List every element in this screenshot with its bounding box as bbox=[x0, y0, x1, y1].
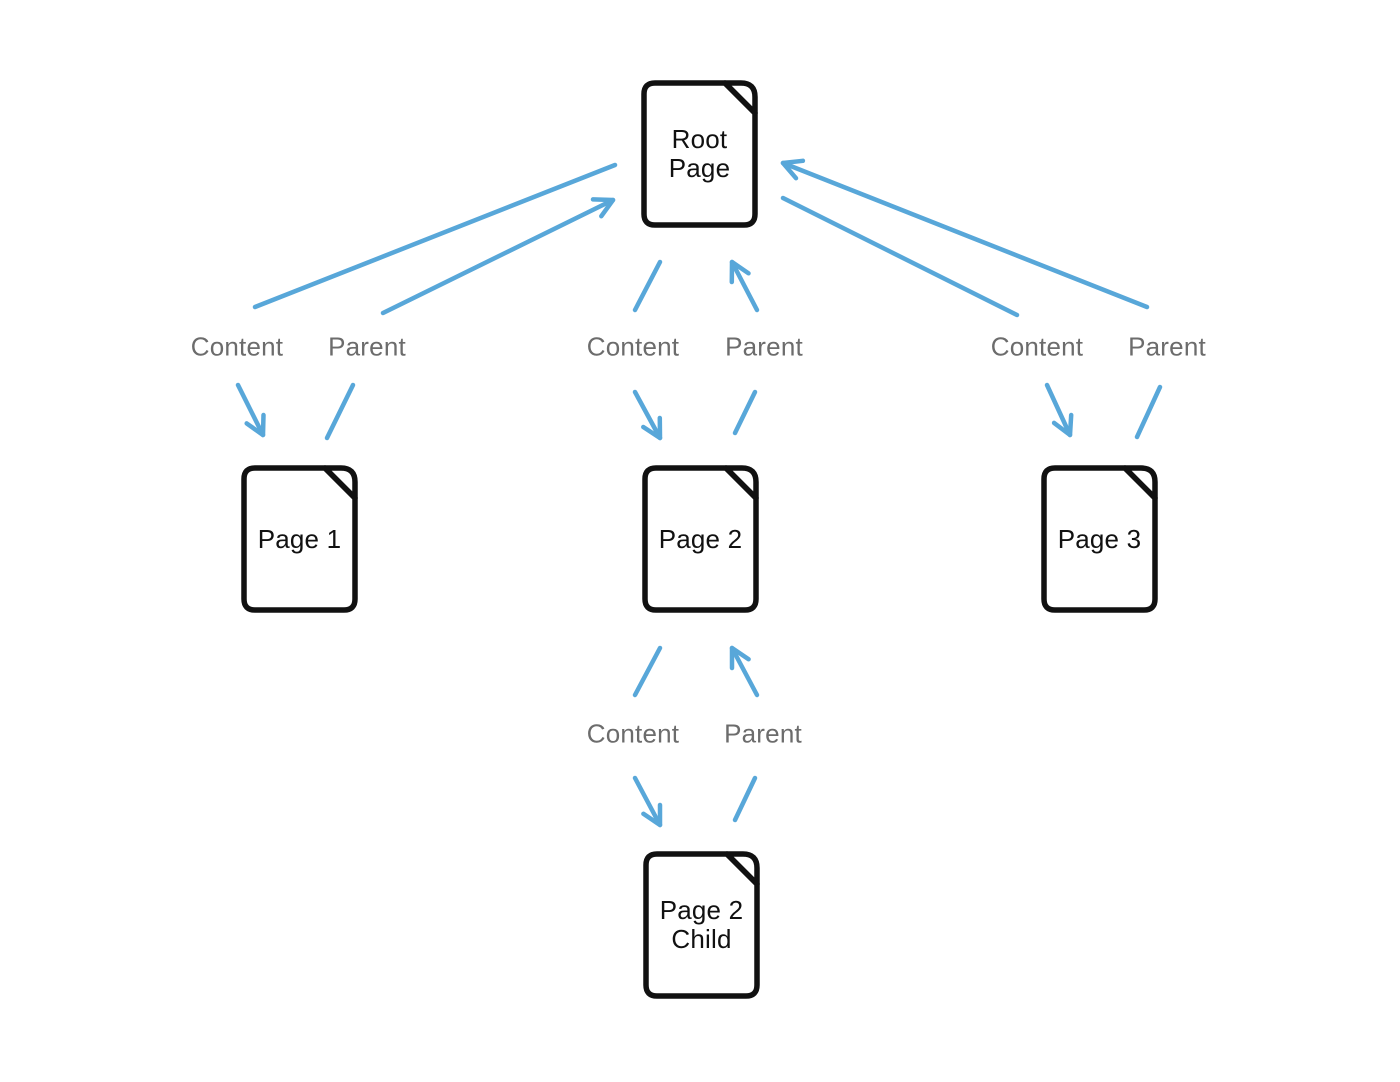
arrow-page2child-to-page2-parent bbox=[729, 645, 760, 823]
node-label: Root Page bbox=[668, 124, 731, 183]
document-icon bbox=[1041, 465, 1158, 613]
arrow-root-to-page3-content bbox=[780, 195, 1074, 438]
node-page-2-child: Page 2 Child bbox=[643, 851, 760, 999]
edge-label-parent: Parent bbox=[328, 331, 406, 362]
edge-label-content: Content bbox=[990, 331, 1084, 362]
arrow-root-to-page2-content bbox=[632, 259, 663, 441]
document-icon bbox=[641, 80, 758, 228]
node-page-1: Page 1 bbox=[241, 465, 358, 613]
edge-label-parent: Parent bbox=[725, 331, 803, 362]
node-label: Page 1 bbox=[257, 523, 342, 554]
edge-label-content: Content bbox=[586, 331, 680, 362]
arrow-root-to-page1-content bbox=[235, 162, 618, 438]
edge-label-content: Content bbox=[586, 718, 680, 749]
node-label: Page 2 Child bbox=[659, 895, 744, 954]
arrow-page2-to-page2child-content bbox=[632, 645, 663, 828]
node-label: Page 2 bbox=[658, 523, 743, 554]
node-page-2: Page 2 bbox=[642, 465, 759, 613]
edge-label-content: Content bbox=[190, 331, 284, 362]
arrow-page1-to-root-parent bbox=[324, 197, 616, 441]
node-label: Page 3 bbox=[1057, 523, 1142, 554]
edge-label-parent: Parent bbox=[1128, 331, 1206, 362]
arrow-page3-to-root-parent bbox=[780, 158, 1163, 440]
document-icon bbox=[241, 465, 358, 613]
document-icon bbox=[642, 465, 759, 613]
node-page-3: Page 3 bbox=[1041, 465, 1158, 613]
document-icon bbox=[643, 851, 760, 999]
node-root-page: Root Page bbox=[641, 80, 758, 228]
edge-label-parent: Parent bbox=[724, 718, 802, 749]
arrow-page2-to-root-parent bbox=[729, 259, 760, 436]
